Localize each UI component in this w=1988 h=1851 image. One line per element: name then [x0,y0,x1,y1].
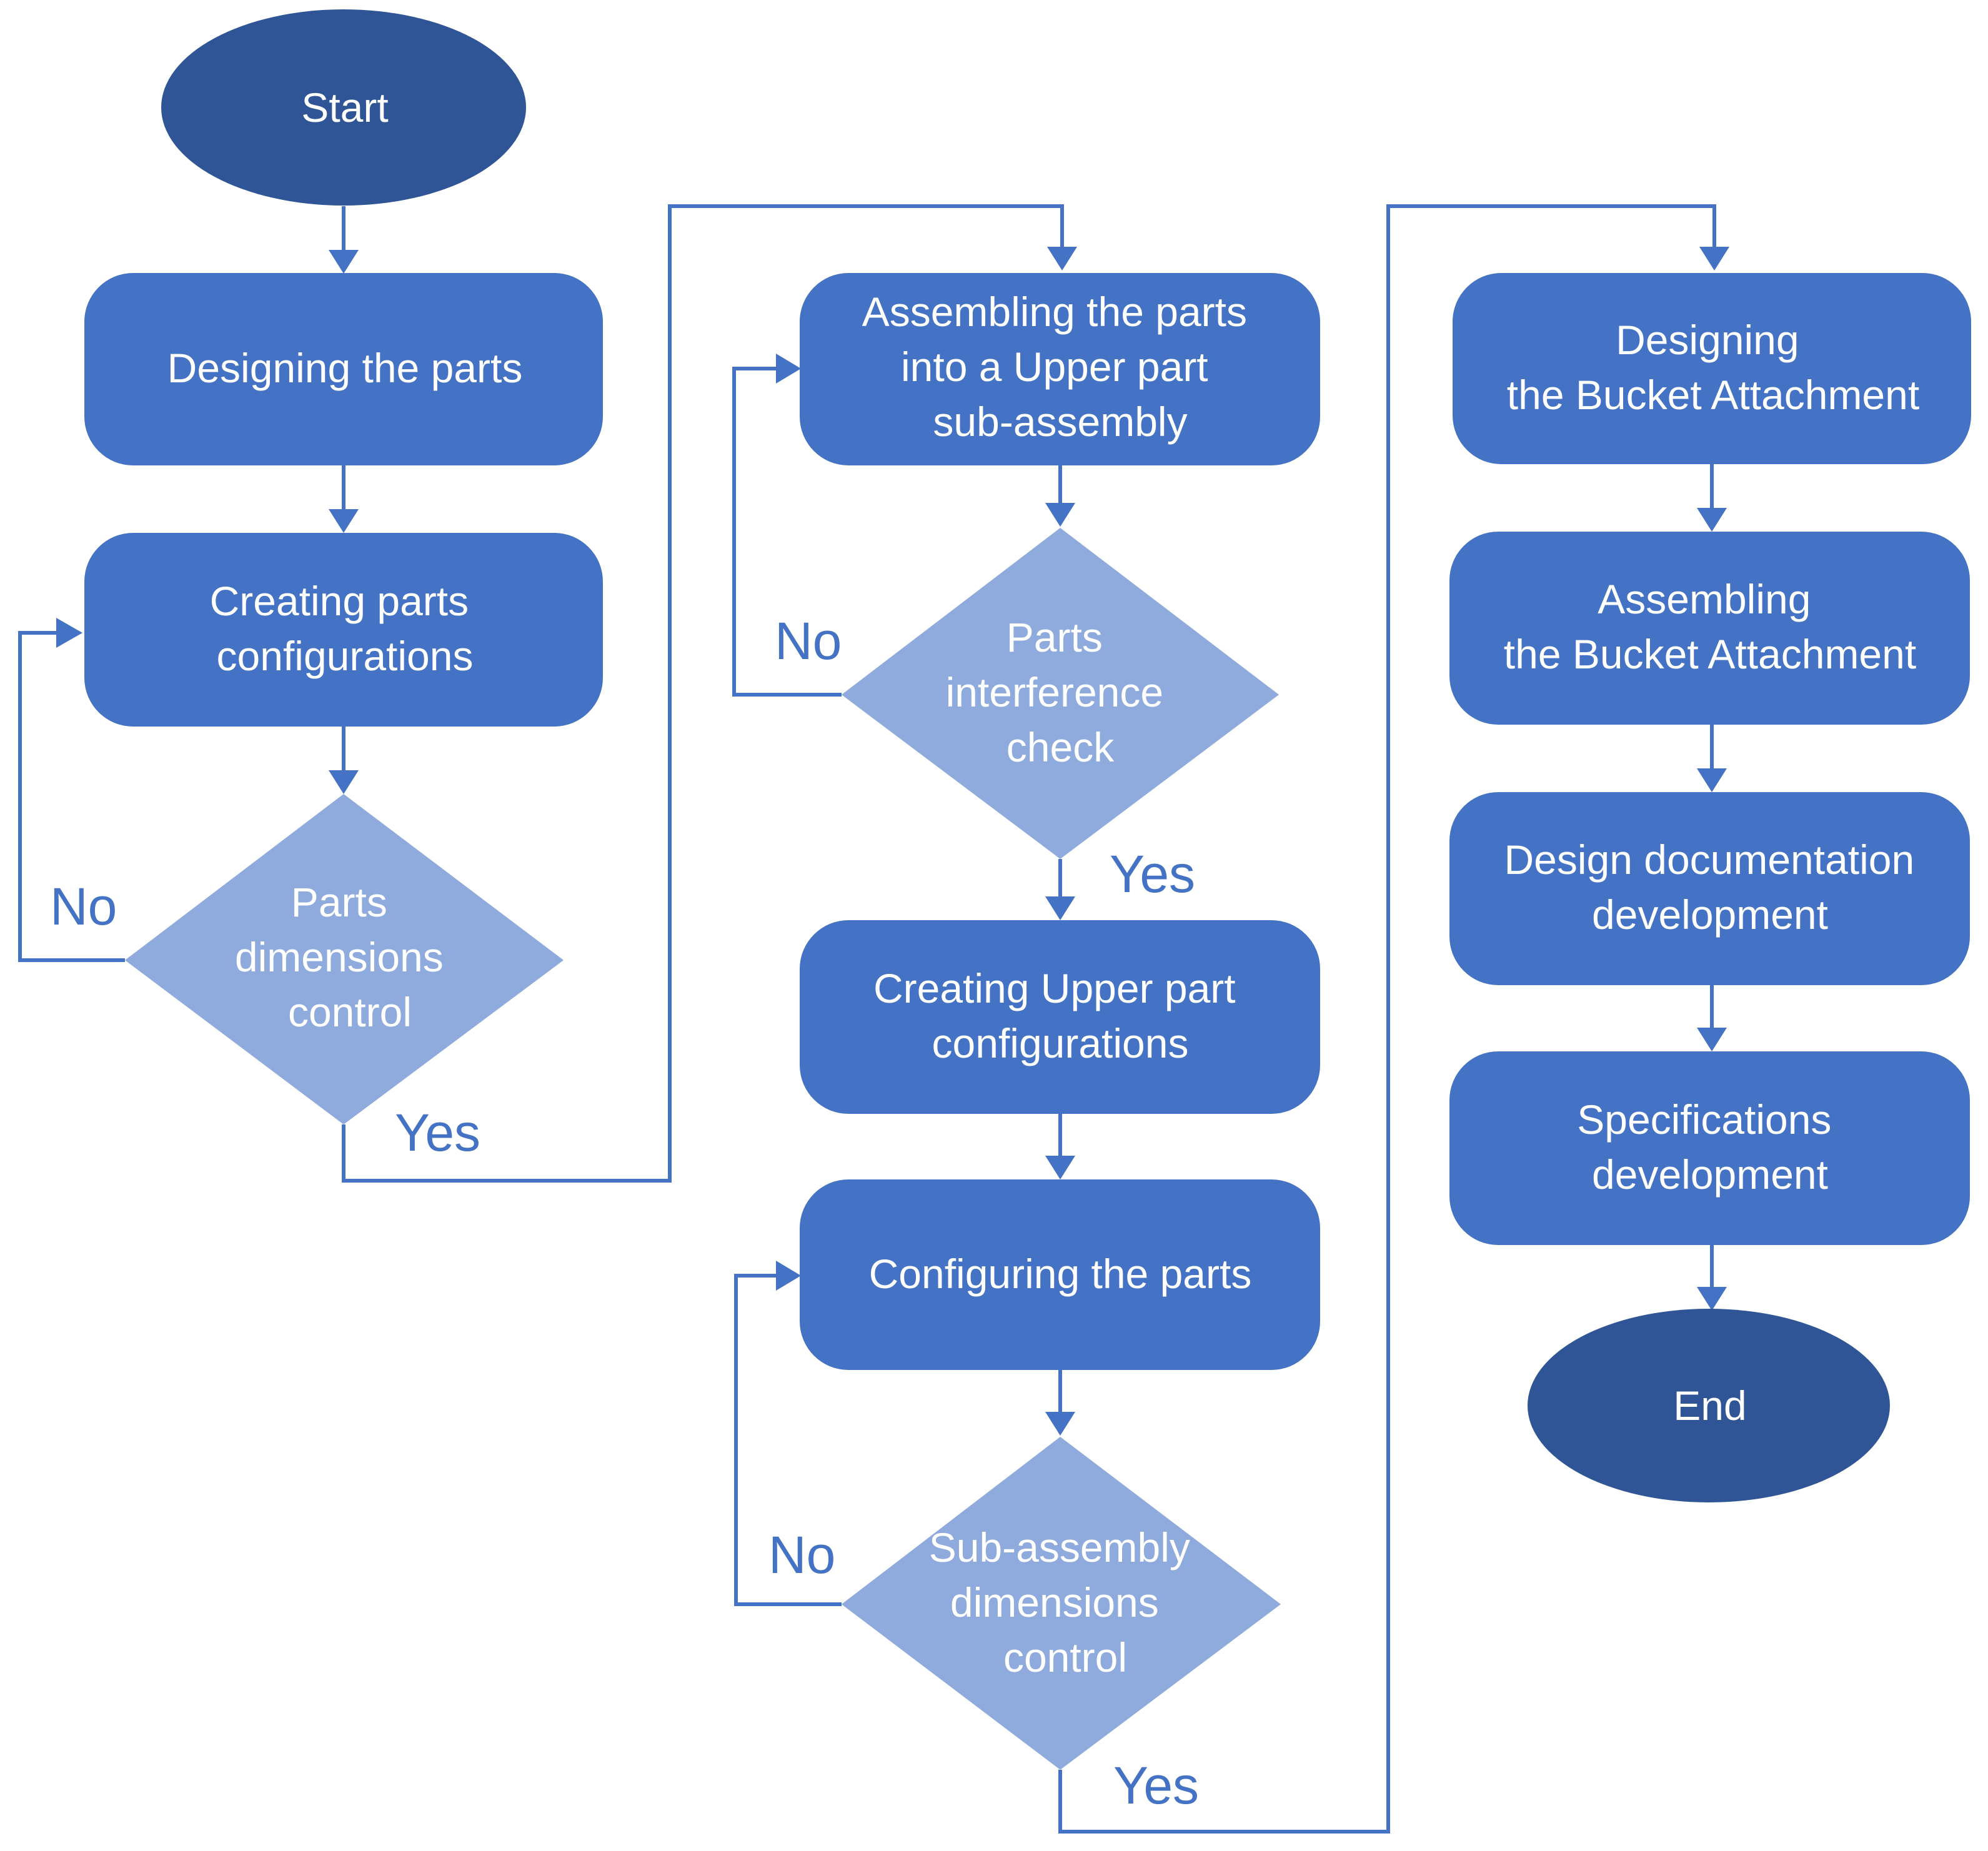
subassembly-dimensions-control-decision [842,1437,1281,1770]
edge-no-loop-2 [732,367,842,697]
arrowhead [1045,1412,1075,1436]
parts-dimensions-control-decision [125,794,564,1124]
edge-labels: No Yes No Yes No Yes [50,612,1199,1815]
arrowhead [56,618,82,648]
arrowhead [1697,1028,1727,1051]
specifications-box [1449,1051,1970,1245]
connectors [18,204,1729,1834]
arrowhead [776,1261,801,1291]
creating-parts-configurations-label: Creating parts configurations [210,578,480,679]
designing-parts-box [84,273,603,465]
edge-yes-to-column-2 [342,204,1064,1183]
creating-upper-configurations-label: Creating Upper part configurations [873,965,1247,1066]
end-terminal [1528,1309,1890,1502]
yes-label-1: Yes [395,1103,480,1162]
arrowhead [1699,247,1729,270]
edge-no-loop-1 [18,631,125,962]
yes-label-3: Yes [1113,1756,1199,1815]
edge-yes-to-column-3 [1058,204,1716,1834]
design-documentation-box [1449,792,1970,985]
end-label: End [1673,1382,1746,1429]
parts-dimensions-control-label: Parts dimensions control [235,879,455,1035]
specifications-label: Specifications development [1577,1096,1843,1198]
arrowhead [1045,896,1075,920]
arrowhead [1047,247,1077,270]
arrowhead [776,354,801,384]
arrowhead [1697,508,1727,532]
arrowhead [1697,768,1727,792]
arrowhead [1697,1287,1727,1311]
arrowhead [329,770,359,794]
shapes [84,9,1971,1770]
assembling-bucket-label: Assembling the Bucket Attachment [1504,576,1916,677]
parts-interference-check-decision [842,528,1279,859]
creating-parts-configurations-box [84,533,603,727]
no-label-3: No [768,1526,835,1584]
start-label: Start [301,84,388,131]
no-label-1: No [50,877,117,936]
arrowhead [329,509,359,533]
yes-label-2: Yes [1110,845,1195,903]
designing-parts-label: Designing the parts [167,345,523,391]
arrowhead [1045,1156,1075,1179]
subassembly-dimensions-control-label: Sub-assembly dimensions control [929,1524,1202,1680]
start-terminal [161,9,526,206]
designing-bucket-label: Designing the Bucket Attachment [1507,317,1919,418]
arrowhead [329,250,359,274]
assembling-bucket-box [1449,532,1970,725]
configuring-parts-box [800,1179,1320,1370]
designing-bucket-box [1453,273,1971,464]
assembling-upper-box [800,273,1320,465]
no-label-2: No [775,612,842,670]
creating-upper-configurations-box [800,920,1320,1114]
design-documentation-label: Design documentation development [1504,836,1926,938]
edge-no-loop-3 [734,1274,842,1606]
arrowhead [1045,503,1075,527]
configuring-parts-label: Configuring the parts [869,1251,1252,1297]
parts-interference-check-label: Parts interference check [946,614,1175,770]
node-labels: Start Designing the parts Creating parts… [167,84,1926,1680]
assembling-upper-label: Assembling the parts into a Upper part s… [862,289,1259,445]
